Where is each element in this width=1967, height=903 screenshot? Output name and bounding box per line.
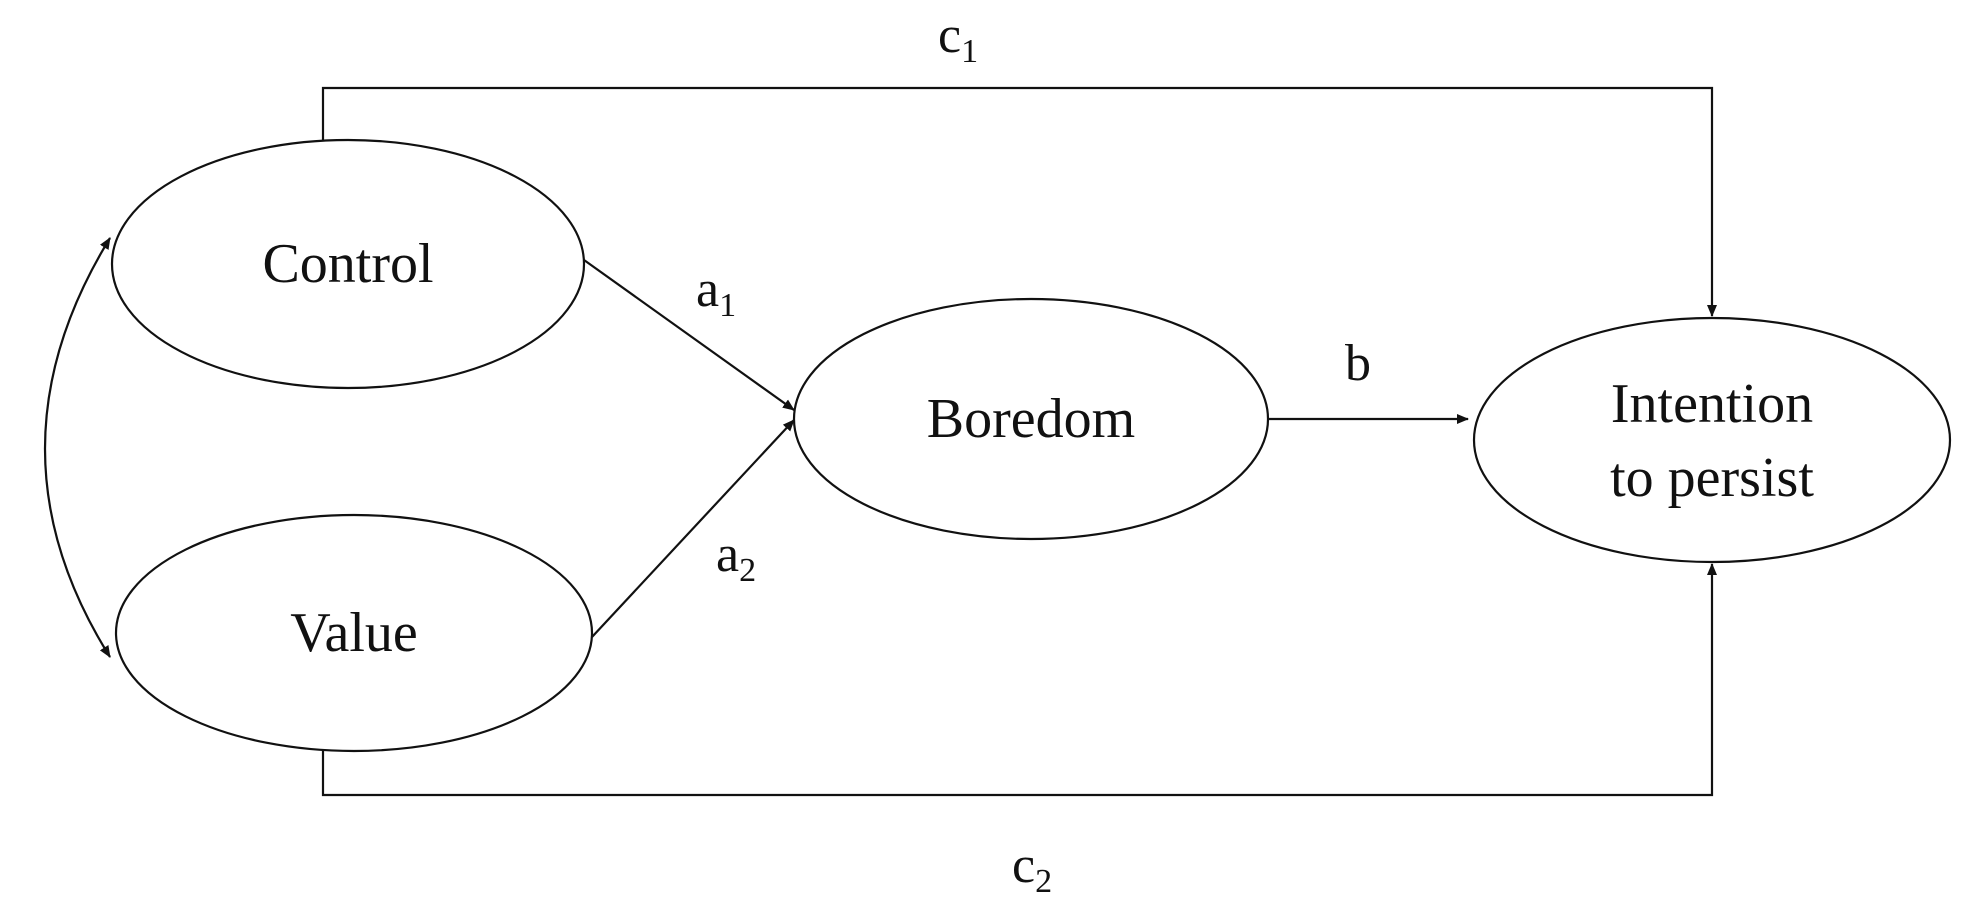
node-control-ellipse bbox=[110, 138, 586, 390]
path-label-c2-sub: 2 bbox=[1035, 863, 1052, 900]
node-control-label: Control bbox=[262, 233, 433, 295]
edge-c1 bbox=[321, 86, 1717, 317]
edge-c2 bbox=[321, 563, 1717, 797]
node-boredom: Boredom bbox=[792, 297, 1270, 541]
path-label-a1-sub: 1 bbox=[719, 287, 736, 324]
path-label-b-base: b bbox=[1345, 335, 1371, 392]
node-value-label: Value bbox=[290, 602, 418, 664]
edge-a2 bbox=[591, 419, 795, 638]
path-label-c1-sub: 1 bbox=[961, 33, 978, 70]
node-value: Value bbox=[114, 513, 594, 753]
path-label-a2-base: a bbox=[716, 526, 739, 583]
path-label-c1: c1 bbox=[938, 7, 978, 70]
node-intention-label-line2: to persist bbox=[1610, 447, 1814, 509]
node-intention-to-persist: Intention to persist bbox=[1472, 316, 1952, 564]
node-control: Control bbox=[110, 138, 586, 390]
node-intention-ellipse bbox=[1472, 316, 1952, 564]
path-label-b: b bbox=[1345, 335, 1371, 392]
path-label-a2-sub: 2 bbox=[739, 552, 756, 589]
path-label-a2: a2 bbox=[716, 526, 756, 589]
path-label-a1-base: a bbox=[696, 261, 719, 318]
path-label-c2: c2 bbox=[1012, 837, 1052, 900]
node-value-ellipse bbox=[114, 513, 594, 753]
edge-covariance bbox=[43, 237, 111, 658]
path-label-a1: a1 bbox=[696, 261, 736, 324]
node-boredom-label: Boredom bbox=[927, 388, 1135, 450]
path-label-c2-base: c bbox=[1012, 837, 1035, 894]
node-boredom-ellipse bbox=[792, 297, 1270, 541]
path-label-c1-base: c bbox=[938, 7, 961, 64]
edge-a1 bbox=[583, 259, 795, 411]
node-intention-label-line1: Intention bbox=[1611, 373, 1813, 435]
